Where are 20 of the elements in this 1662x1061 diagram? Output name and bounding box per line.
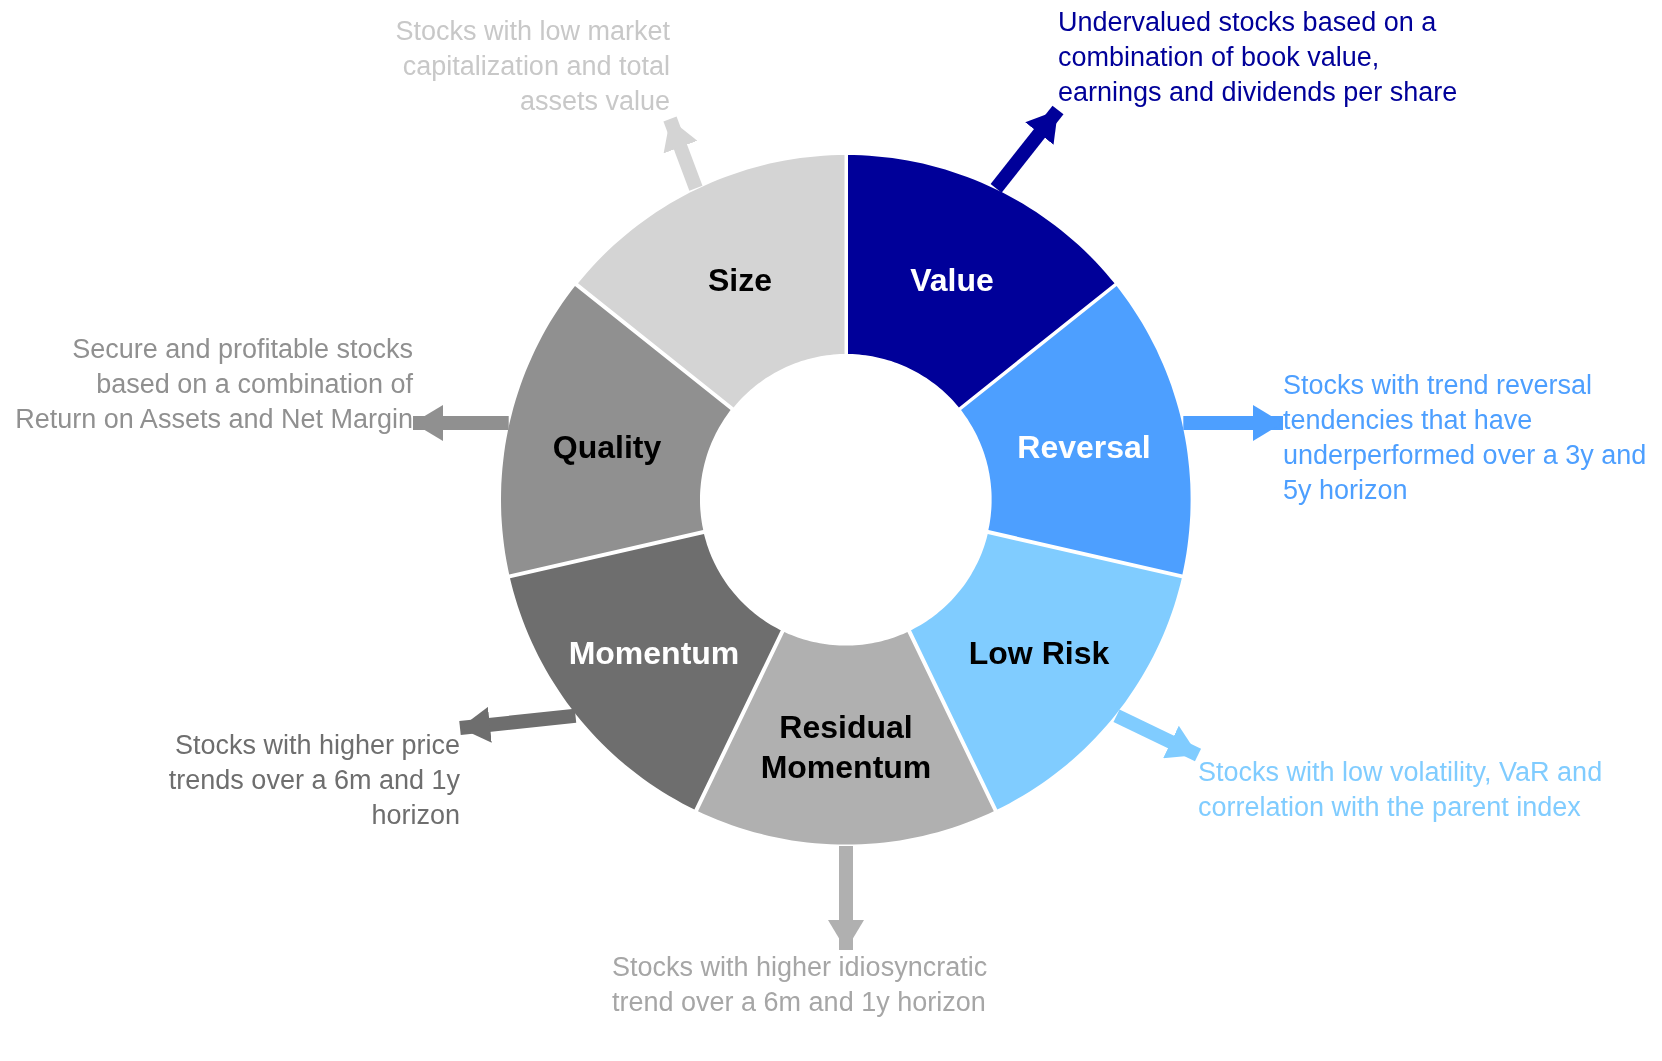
arrow: [1183, 405, 1283, 441]
description-text: Stocks with low volatility, VaR and correlation with the parent index: [1198, 755, 1618, 825]
arrow: [828, 846, 864, 950]
description-text: Undervalued stocks based on a combination of book value, earnings and dividends per share: [1058, 5, 1478, 110]
segment-label: Reversal: [1016, 428, 1152, 467]
arrow: [459, 706, 577, 743]
segment-label: Quality: [551, 428, 663, 467]
arrow: [413, 405, 509, 441]
arrow: [1113, 709, 1202, 762]
description-text: Stocks with higher price trends over a 6m and 1y horizon: [108, 728, 460, 833]
segment-label: Size: [706, 261, 773, 300]
segment-label: Momentum: [567, 634, 741, 673]
arrow: [663, 116, 703, 191]
description-text: Secure and profitable stocks based on a combination of Return on Assets and Net Margin: [8, 332, 413, 437]
arrow: [990, 105, 1064, 193]
segment-label: Low Risk: [967, 634, 1111, 673]
description-text: Stocks with trend reversal tendencies that have underperformed over a 3y and 5y horizon: [1283, 368, 1662, 508]
description-text: Stocks with higher idiosyncratic trend over a 6m and 1y horizon: [612, 950, 1032, 1020]
segment-label: Value: [909, 261, 995, 300]
segment-label: Residual Momentum: [759, 708, 933, 787]
